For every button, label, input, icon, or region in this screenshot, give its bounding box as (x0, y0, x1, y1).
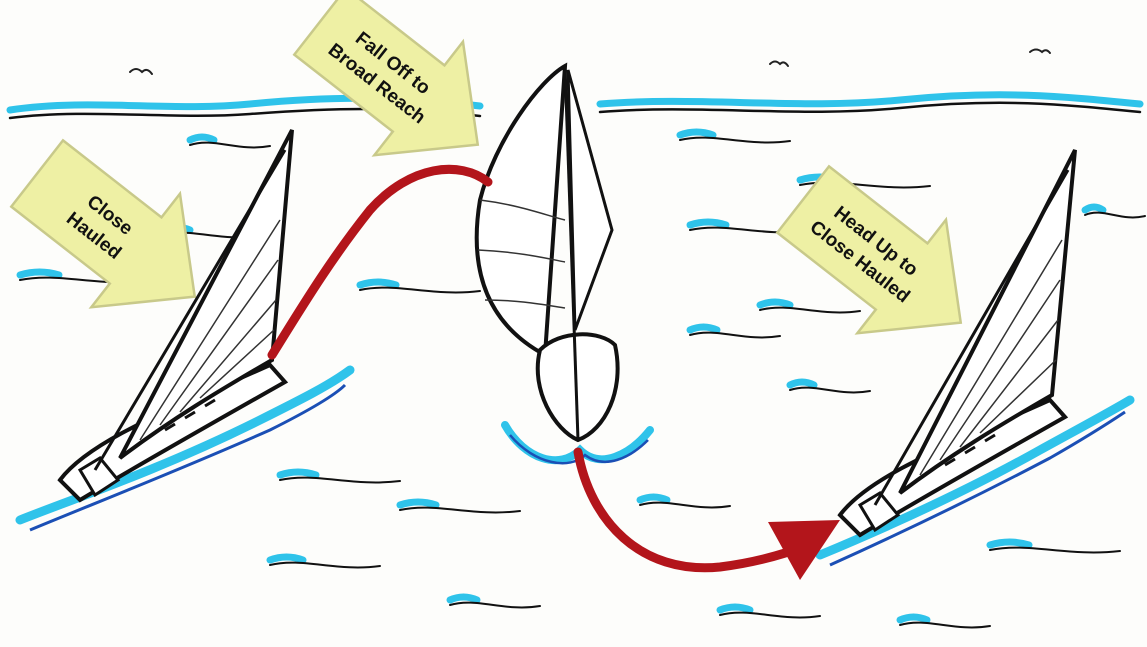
wave-highlight (990, 542, 1029, 545)
wave-highlight (400, 502, 436, 505)
wave-highlight (640, 497, 667, 500)
wave-highlight (720, 607, 750, 610)
wave-highlight (1085, 207, 1103, 210)
wave-highlight (280, 472, 316, 475)
wave-highlight (190, 137, 214, 140)
wave-highlight (790, 382, 814, 385)
wave-highlight (690, 327, 717, 330)
wave-highlight (450, 597, 477, 600)
wave-highlight (900, 617, 927, 620)
wave-highlight (20, 272, 59, 275)
wave-highlight (360, 282, 396, 285)
wave-highlight (680, 132, 713, 135)
wave-highlight (690, 222, 726, 225)
wave-highlight (760, 302, 790, 305)
wave-highlight (270, 557, 303, 560)
